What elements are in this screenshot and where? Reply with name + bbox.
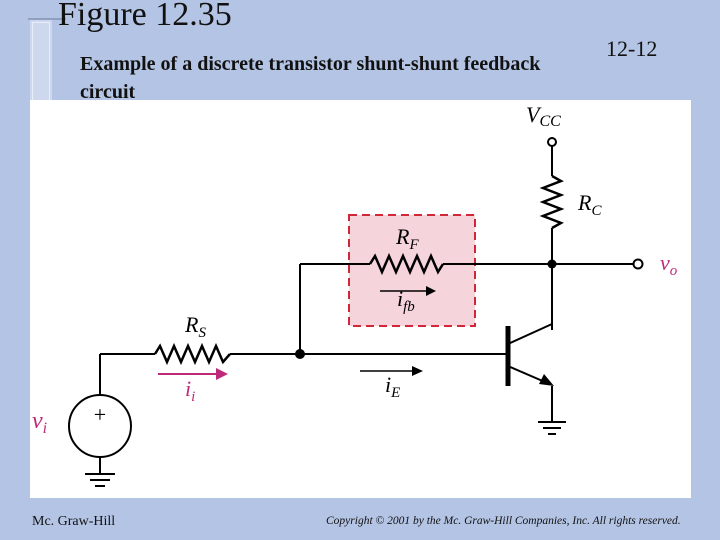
output-terminal (632, 258, 644, 270)
ifb-arrow-icon (426, 286, 436, 296)
transistor-collector-lead (507, 323, 553, 345)
diagram-panel: + VCC RC RF ifb RS ii iE vi vo (30, 100, 691, 498)
vi-label: vi (32, 408, 47, 437)
source-plus-sign: + (94, 402, 106, 427)
decorative-bar-outline (32, 22, 50, 102)
rc-resistor (539, 174, 565, 230)
ii-arrow-icon (216, 368, 228, 380)
page-number: 12-12 (606, 36, 658, 61)
circuit-diagram: + VCC RC RF ifb RS ii iE vi vo (32, 102, 678, 487)
rs-label: RS (184, 312, 206, 341)
rf-label: RF (395, 224, 419, 253)
transistor-emitter-lead (507, 365, 546, 383)
ifb-label: ifb (397, 286, 415, 315)
ie-arrow-icon (412, 366, 423, 376)
vo-label: vo (660, 250, 678, 279)
vcc-label: VCC (526, 102, 561, 130)
decorative-bar (30, 20, 52, 102)
rc-label: RC (577, 190, 602, 219)
copyright-notice: Copyright © 2001 by the Mc. Graw-Hill Co… (326, 515, 681, 527)
figure-subtitle: Example of a discrete transistor shunt-s… (80, 53, 541, 103)
figure-title: Figure 12.35 (58, 0, 232, 33)
decorative-rule (28, 18, 66, 20)
rf-resistor (368, 252, 445, 276)
publisher-label: Mc. Graw-Hill (32, 514, 116, 529)
ii-label: ii (185, 376, 195, 405)
ie-label: iE (385, 372, 400, 401)
vcc-terminal (547, 137, 557, 147)
emitter-arrow-icon (539, 374, 554, 386)
rs-resistor (153, 342, 231, 366)
